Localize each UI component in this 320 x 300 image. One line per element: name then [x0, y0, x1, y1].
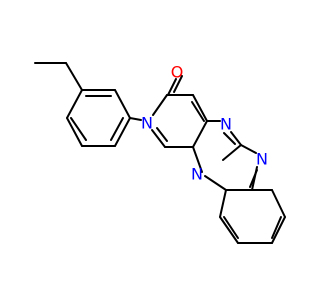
chemical-structure-diagram: O N N N N [34, 62, 286, 244]
bond-line [219, 189, 227, 218]
bond-line [66, 89, 83, 119]
bond-line [114, 89, 131, 119]
bridgehead-nitrogen-label: N [191, 165, 203, 184]
bond-line [151, 129, 166, 148]
bond-line [152, 94, 168, 116]
bond-line [114, 117, 131, 147]
atom-label-layer: O N N N N [141, 63, 268, 184]
bond-line [223, 216, 239, 239]
bond-line [192, 120, 208, 148]
bond-line [192, 94, 208, 122]
carbonyl-oxygen-label: O [171, 63, 184, 82]
bond-line [204, 175, 227, 191]
pyridinone-nitrogen-label: N [141, 114, 153, 133]
bond-line [271, 189, 286, 218]
bond-line [173, 75, 183, 93]
imidazole-nitrogen-label: N [256, 150, 268, 169]
bond-line [191, 101, 205, 122]
bond-layer [34, 62, 286, 244]
bond-line [219, 216, 239, 244]
bond-line [271, 216, 286, 244]
bond-line [167, 78, 177, 96]
pyrimidine-nitrogen-label: N [220, 115, 232, 134]
bond-line [129, 117, 142, 121]
bond-line [110, 117, 124, 141]
bond-line [249, 169, 258, 188]
bond-line [70, 117, 87, 141]
bond-line [230, 131, 242, 146]
bond-line [65, 62, 83, 91]
bond-line [271, 216, 282, 239]
bond-line [156, 127, 168, 142]
bond-line [192, 146, 203, 173]
bond-line [66, 117, 83, 147]
bond-line [240, 144, 257, 154]
bond-line [223, 132, 236, 145]
bond-line [222, 144, 242, 161]
